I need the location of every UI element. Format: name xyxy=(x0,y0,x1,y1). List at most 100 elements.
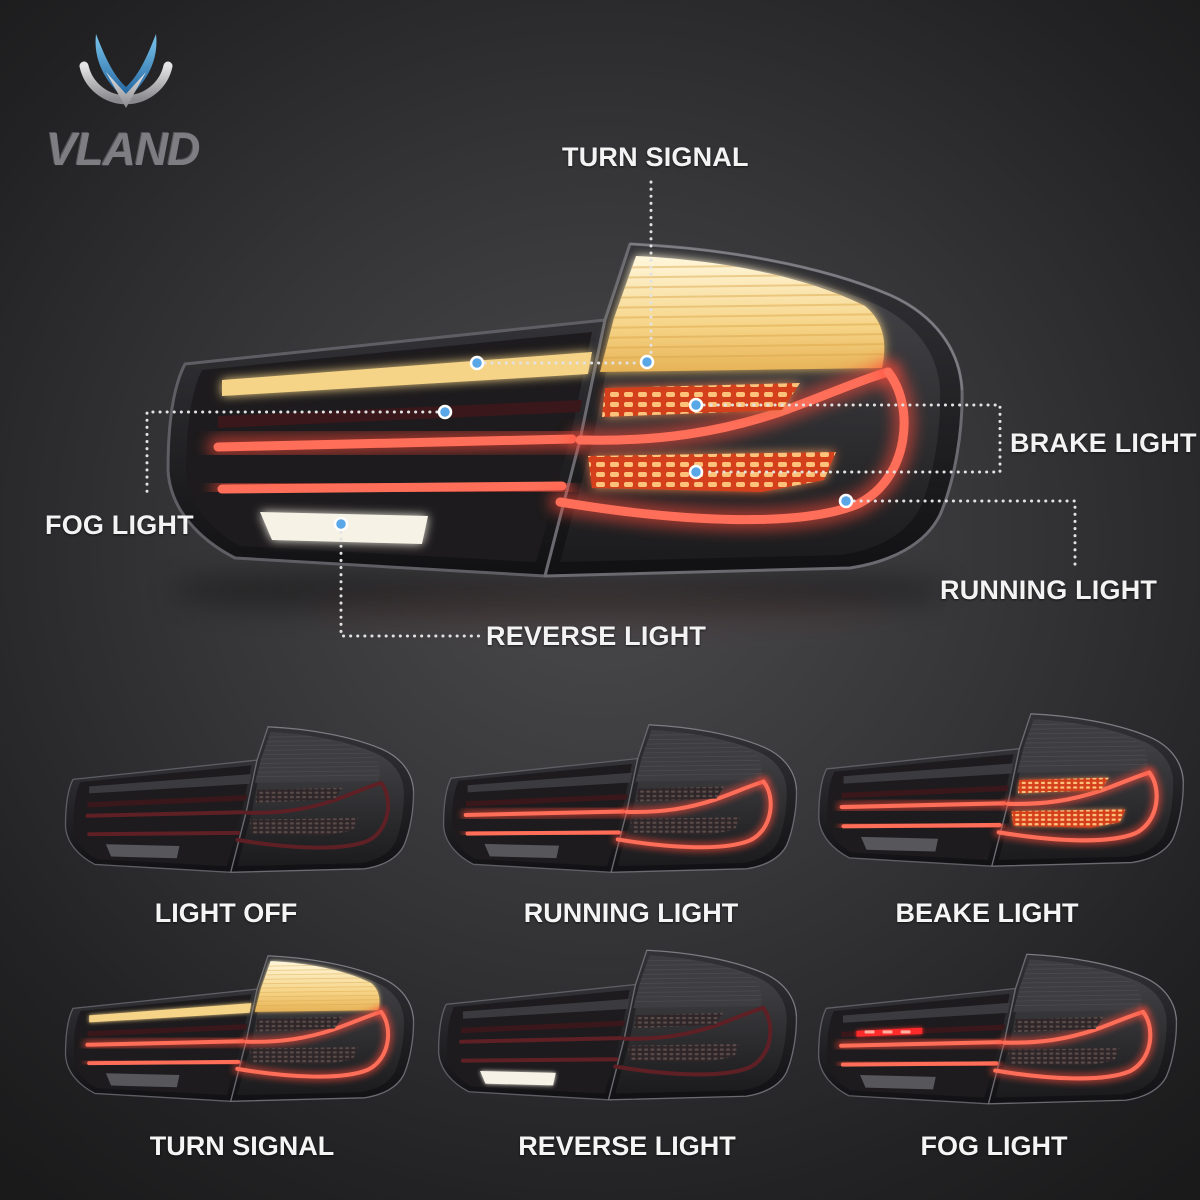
brake-light-upper xyxy=(255,787,343,803)
brake-light-lower xyxy=(630,817,741,835)
tail-light-body xyxy=(818,713,1184,867)
running-light-upper xyxy=(459,1036,623,1044)
reverse-light xyxy=(105,844,180,859)
running-light-upper xyxy=(85,1039,245,1047)
running-light-contour xyxy=(235,780,390,850)
turn-texture-line xyxy=(600,323,885,329)
turn-signal-outer xyxy=(1013,959,1142,1012)
turn-signal-outer xyxy=(1017,719,1148,773)
turn-texture-line xyxy=(635,751,762,754)
turn-texture-line xyxy=(254,981,380,985)
housing-edge-highlight xyxy=(1030,713,1184,781)
brake-light-upper xyxy=(636,786,725,802)
housing-edge-highlight xyxy=(648,724,797,790)
running-light-contour xyxy=(235,1009,390,1079)
running-light-swoosh xyxy=(624,779,766,814)
brake-light-lower xyxy=(249,817,359,836)
turn-texture-line xyxy=(254,752,380,756)
turn-signal-inner xyxy=(462,998,630,1019)
running-light-lower xyxy=(87,1059,241,1066)
running-light-upper xyxy=(839,1040,1003,1048)
turn-texture-line xyxy=(1017,754,1148,758)
mode-caption-running-light: RUNNING LIGHT xyxy=(523,898,739,928)
turn-signal-outer xyxy=(600,256,885,372)
running-light-swoosh xyxy=(1002,1009,1146,1045)
vland-emblem-icon xyxy=(79,34,173,108)
main-tail-light xyxy=(166,242,964,578)
fog-light-bar xyxy=(461,1020,626,1034)
turn-texture-line xyxy=(633,999,762,1003)
running-light-swoosh xyxy=(1005,770,1152,806)
turn-texture-line xyxy=(254,765,380,769)
turn-signal-inner xyxy=(843,763,1014,784)
turn-texture-line xyxy=(1013,989,1142,993)
turn-texture-line xyxy=(633,981,762,985)
turn-texture-line xyxy=(600,303,885,309)
turn-signal-texture xyxy=(633,958,762,1003)
turn-signal-outer xyxy=(633,955,762,1008)
reverse-light xyxy=(480,1071,556,1086)
housing-edge-highlight xyxy=(646,949,797,1017)
logo-chevron xyxy=(106,72,146,108)
brake-light-upper xyxy=(1014,1016,1104,1033)
callout-dots xyxy=(333,354,854,532)
brake-light-upper xyxy=(1017,777,1109,794)
brake-light-lower xyxy=(1011,809,1126,828)
turn-texture-line xyxy=(1013,980,1142,984)
reverse-light xyxy=(860,1075,936,1090)
running-light-lower xyxy=(841,822,1002,829)
brake-light-lower xyxy=(627,1043,740,1062)
turn-texture-line xyxy=(254,999,380,1002)
turn-signal-dot-outer xyxy=(639,354,655,370)
running-light-contour xyxy=(996,770,1159,843)
mode-caption-turn-signal: TURN SIGNAL xyxy=(149,1131,335,1161)
running-light-lower xyxy=(840,1061,999,1067)
turn-texture-line xyxy=(1013,994,1142,998)
turn-texture-line xyxy=(600,353,885,359)
turn-signal-inner xyxy=(89,1003,252,1023)
fog-light-bar xyxy=(841,785,1009,799)
turn-signal-outer xyxy=(635,730,762,782)
running-light-swoosh xyxy=(244,780,384,815)
turn-texture-line xyxy=(633,985,762,989)
tail-light-body xyxy=(64,726,415,873)
reverse-light xyxy=(105,1073,180,1088)
turn-texture-line xyxy=(600,343,885,349)
running-light-lower xyxy=(465,830,621,836)
turn-texture-line xyxy=(254,757,380,760)
logo-wordmark: VLAND xyxy=(46,123,200,175)
running-light-upper xyxy=(213,434,577,452)
running-light-lower xyxy=(217,481,567,494)
running-light-upper xyxy=(839,801,1007,810)
fog-light-label: FOG LIGHT xyxy=(45,510,194,540)
floor-reflection xyxy=(300,588,900,632)
running-light-swoosh xyxy=(244,1009,384,1044)
fog-led xyxy=(882,1030,893,1034)
turn-signal-outer xyxy=(254,732,380,783)
tail-light-body xyxy=(437,949,798,1101)
turn-texture-line xyxy=(254,1003,380,1007)
housing-edge-highlight xyxy=(629,243,963,391)
brake-light-lower xyxy=(1007,1047,1120,1066)
turn-signal-inner xyxy=(89,774,252,794)
running-light-lower xyxy=(87,830,241,837)
running-light-contour xyxy=(615,779,773,850)
brake-light-upper xyxy=(255,1016,343,1032)
turn-texture-line xyxy=(254,774,380,778)
turn-texture-line xyxy=(254,986,380,989)
callout-lines xyxy=(145,180,1077,638)
turn-signal-dot-inner xyxy=(469,355,485,371)
brake-light-callout-line xyxy=(702,403,1002,474)
running-light-swoosh xyxy=(575,367,893,445)
running-light-upper xyxy=(85,810,245,818)
tail-light-body xyxy=(817,953,1178,1105)
turn-texture-line xyxy=(1017,759,1148,763)
turn-texture-line xyxy=(600,313,885,319)
running-light-dot xyxy=(838,493,854,509)
turn-texture-line xyxy=(1017,740,1148,744)
fog-light-callout-line xyxy=(145,410,439,497)
turn-signal-inner xyxy=(467,772,632,793)
housing-edge-highlight xyxy=(1026,953,1177,1021)
turn-signal-outer xyxy=(254,961,380,1012)
